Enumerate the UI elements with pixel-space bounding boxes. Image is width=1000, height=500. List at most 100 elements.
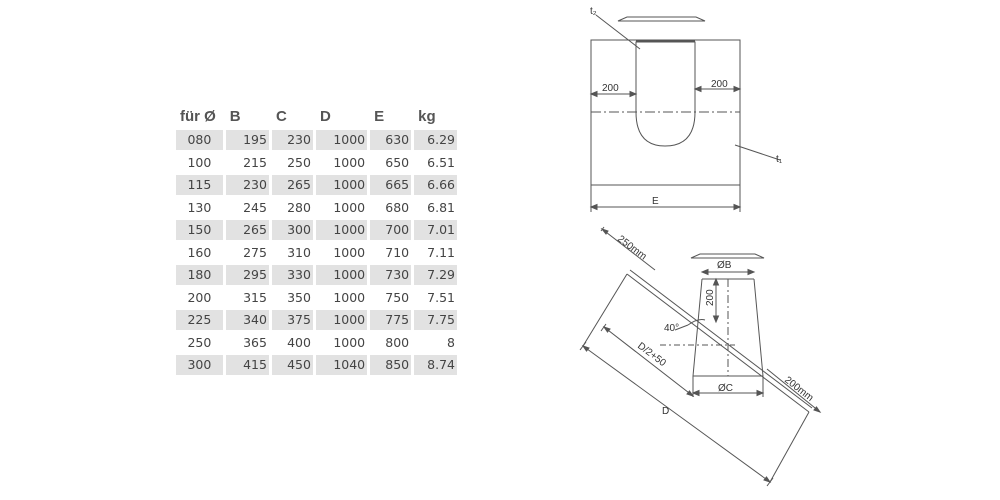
cell-diameter: 160 [187,244,212,260]
cell-kg: 7.01 [414,220,457,240]
rain-cap [617,16,706,22]
top-view-drawing [589,14,781,212]
table-header-row: für Ø B C D E kg [176,107,457,127]
cell-b: 275 [243,244,267,260]
pipe-left-edge [692,278,703,377]
cell-diameter: 150 [176,220,223,240]
cell-kg: 7.29 [414,265,457,285]
cell-d: 1000 [333,199,366,215]
dim-b: ØB [717,260,732,271]
cell-kg: 6.81 [427,199,455,215]
header-d: D [319,107,331,125]
cell-b: 315 [243,289,267,305]
cell-c: 400 [287,334,311,350]
cell-b: 195 [225,130,269,150]
cell-diameter: 200 [187,289,212,305]
cell-b: 415 [225,355,269,375]
cell-b: 265 [225,220,269,240]
cell-diameter: 115 [176,175,223,195]
table-row: 250 365 400 1000 800 8 [176,333,457,353]
dim-c: ØC [718,383,733,394]
cell-c: 265 [271,175,313,195]
cell-d: 1000 [333,154,366,170]
cell-d: 1000 [315,265,368,285]
cell-kg: 8 [447,334,455,350]
cell-kg: 7.75 [414,310,457,330]
cell-c: 375 [271,310,313,330]
cell-c: 230 [271,130,313,150]
table-row: 130 245 280 1000 680 6.81 [176,198,457,218]
cell-diameter: 180 [176,265,223,285]
cell-kg: 7.51 [427,289,455,305]
cell-diameter: 225 [176,310,223,330]
label-t1: t₁ [776,154,783,165]
side-rain-cap [690,253,765,259]
cell-e: 700 [370,220,412,240]
cell-c: 310 [287,244,311,260]
cell-e: 775 [370,310,412,330]
pipe-right-edge [753,278,764,377]
dim-e: E [652,196,659,207]
cell-e: 750 [385,289,410,305]
cell-e: 710 [385,244,410,260]
cell-kg: 6.29 [414,130,457,150]
cell-b: 245 [243,199,267,215]
cell-diameter: 250 [187,334,212,350]
header-kg: kg [418,107,436,125]
header-e: E [374,107,385,125]
cell-e: 850 [370,355,412,375]
cell-d: 1000 [315,175,368,195]
cell-c: 250 [287,154,311,170]
cell-b: 230 [225,175,269,195]
cell-d: 1000 [333,334,366,350]
side-view-drawing [579,226,822,487]
cell-c: 300 [271,220,313,240]
roof-plate-bottom [626,273,810,413]
cell-d: 1000 [333,289,366,305]
cell-d: 1000 [315,220,368,240]
cell-b: 365 [243,334,267,350]
cell-b: 340 [225,310,269,330]
cell-e: 800 [385,334,410,350]
cell-e: 650 [385,154,410,170]
roof-plate-top [629,269,813,409]
cell-e: 630 [370,130,412,150]
cell-d: 1000 [315,130,368,150]
cell-kg: 6.51 [427,154,455,170]
cell-c: 450 [271,355,313,375]
header-diameter: für Ø [180,107,216,125]
cell-e: 730 [370,265,412,285]
header-b: B [229,107,241,125]
dim-left-200: 200 [602,83,619,94]
cell-diameter: 080 [176,130,223,150]
cell-diameter: 130 [187,199,212,215]
cell-kg: 8.74 [414,355,457,375]
cell-e: 680 [385,199,410,215]
cell-d: 1040 [315,355,368,375]
cell-e: 665 [370,175,412,195]
cell-kg: 7.11 [427,244,455,260]
cell-diameter: 300 [176,355,223,375]
cell-c: 330 [271,265,313,285]
cell-diameter: 100 [187,154,212,170]
dim-d: D [662,406,669,417]
cell-c: 280 [287,199,311,215]
cell-b: 215 [243,154,267,170]
label-t2: t₂ [590,6,597,17]
table-row: 100 215 250 1000 650 6.51 [176,153,457,173]
header-c: C [275,107,287,125]
cell-b: 295 [225,265,269,285]
dim-40-degree: 40° [664,323,679,334]
cell-kg: 6.66 [414,175,457,195]
